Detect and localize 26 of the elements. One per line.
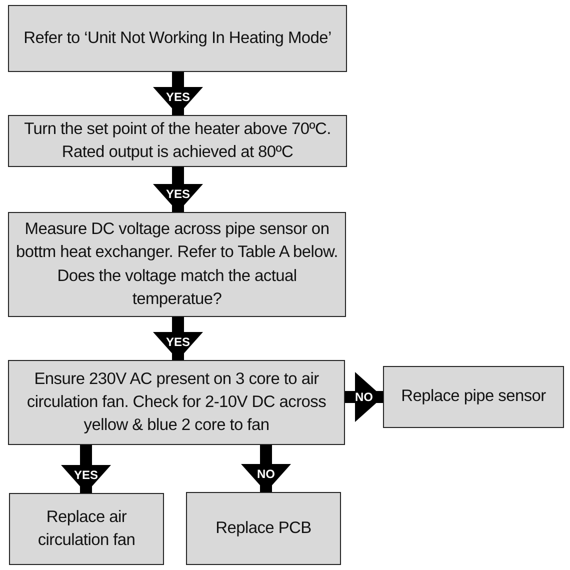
process-box xyxy=(383,366,564,428)
step-text: Replace PCB xyxy=(216,518,312,539)
process-box xyxy=(8,212,346,317)
block-arrow xyxy=(345,372,383,422)
block-arrow xyxy=(153,317,203,360)
step-text: Measure DC voltage across pipe sensor on bottm heat exchanger. Refer to Table A below. Does the voltage match the actual temperatue? xyxy=(15,219,339,310)
step-text: Ensure 230V AC present on 3 core to air circulation fan. Check for 2-10V DC across yellow & blue 2 core to fan xyxy=(26,368,328,436)
edge-label: YES xyxy=(166,335,190,349)
edge-label: YES xyxy=(74,468,98,482)
block-arrow xyxy=(153,167,203,212)
block-arrow xyxy=(153,72,203,115)
edge-label: NO xyxy=(257,467,275,481)
process-box xyxy=(8,360,345,445)
block-arrow xyxy=(61,445,111,493)
process-box xyxy=(8,115,347,167)
edge-label: NO xyxy=(355,390,373,404)
edge-label: YES xyxy=(166,90,190,104)
process-box xyxy=(9,493,164,565)
edge-label: YES xyxy=(166,187,190,201)
step-text: Replace pipe sensor xyxy=(401,386,546,408)
process-box xyxy=(8,5,347,72)
step-text: Replace air circulation fan xyxy=(36,506,136,551)
block-arrow xyxy=(241,445,291,492)
step-text: Turn the set point of the heater above 70ºC. Rated output is achieved at 80ºC xyxy=(23,118,332,163)
step-text: Refer to ‘Unit Not Working In Heating Mode’ xyxy=(24,28,332,49)
process-box xyxy=(186,492,341,565)
